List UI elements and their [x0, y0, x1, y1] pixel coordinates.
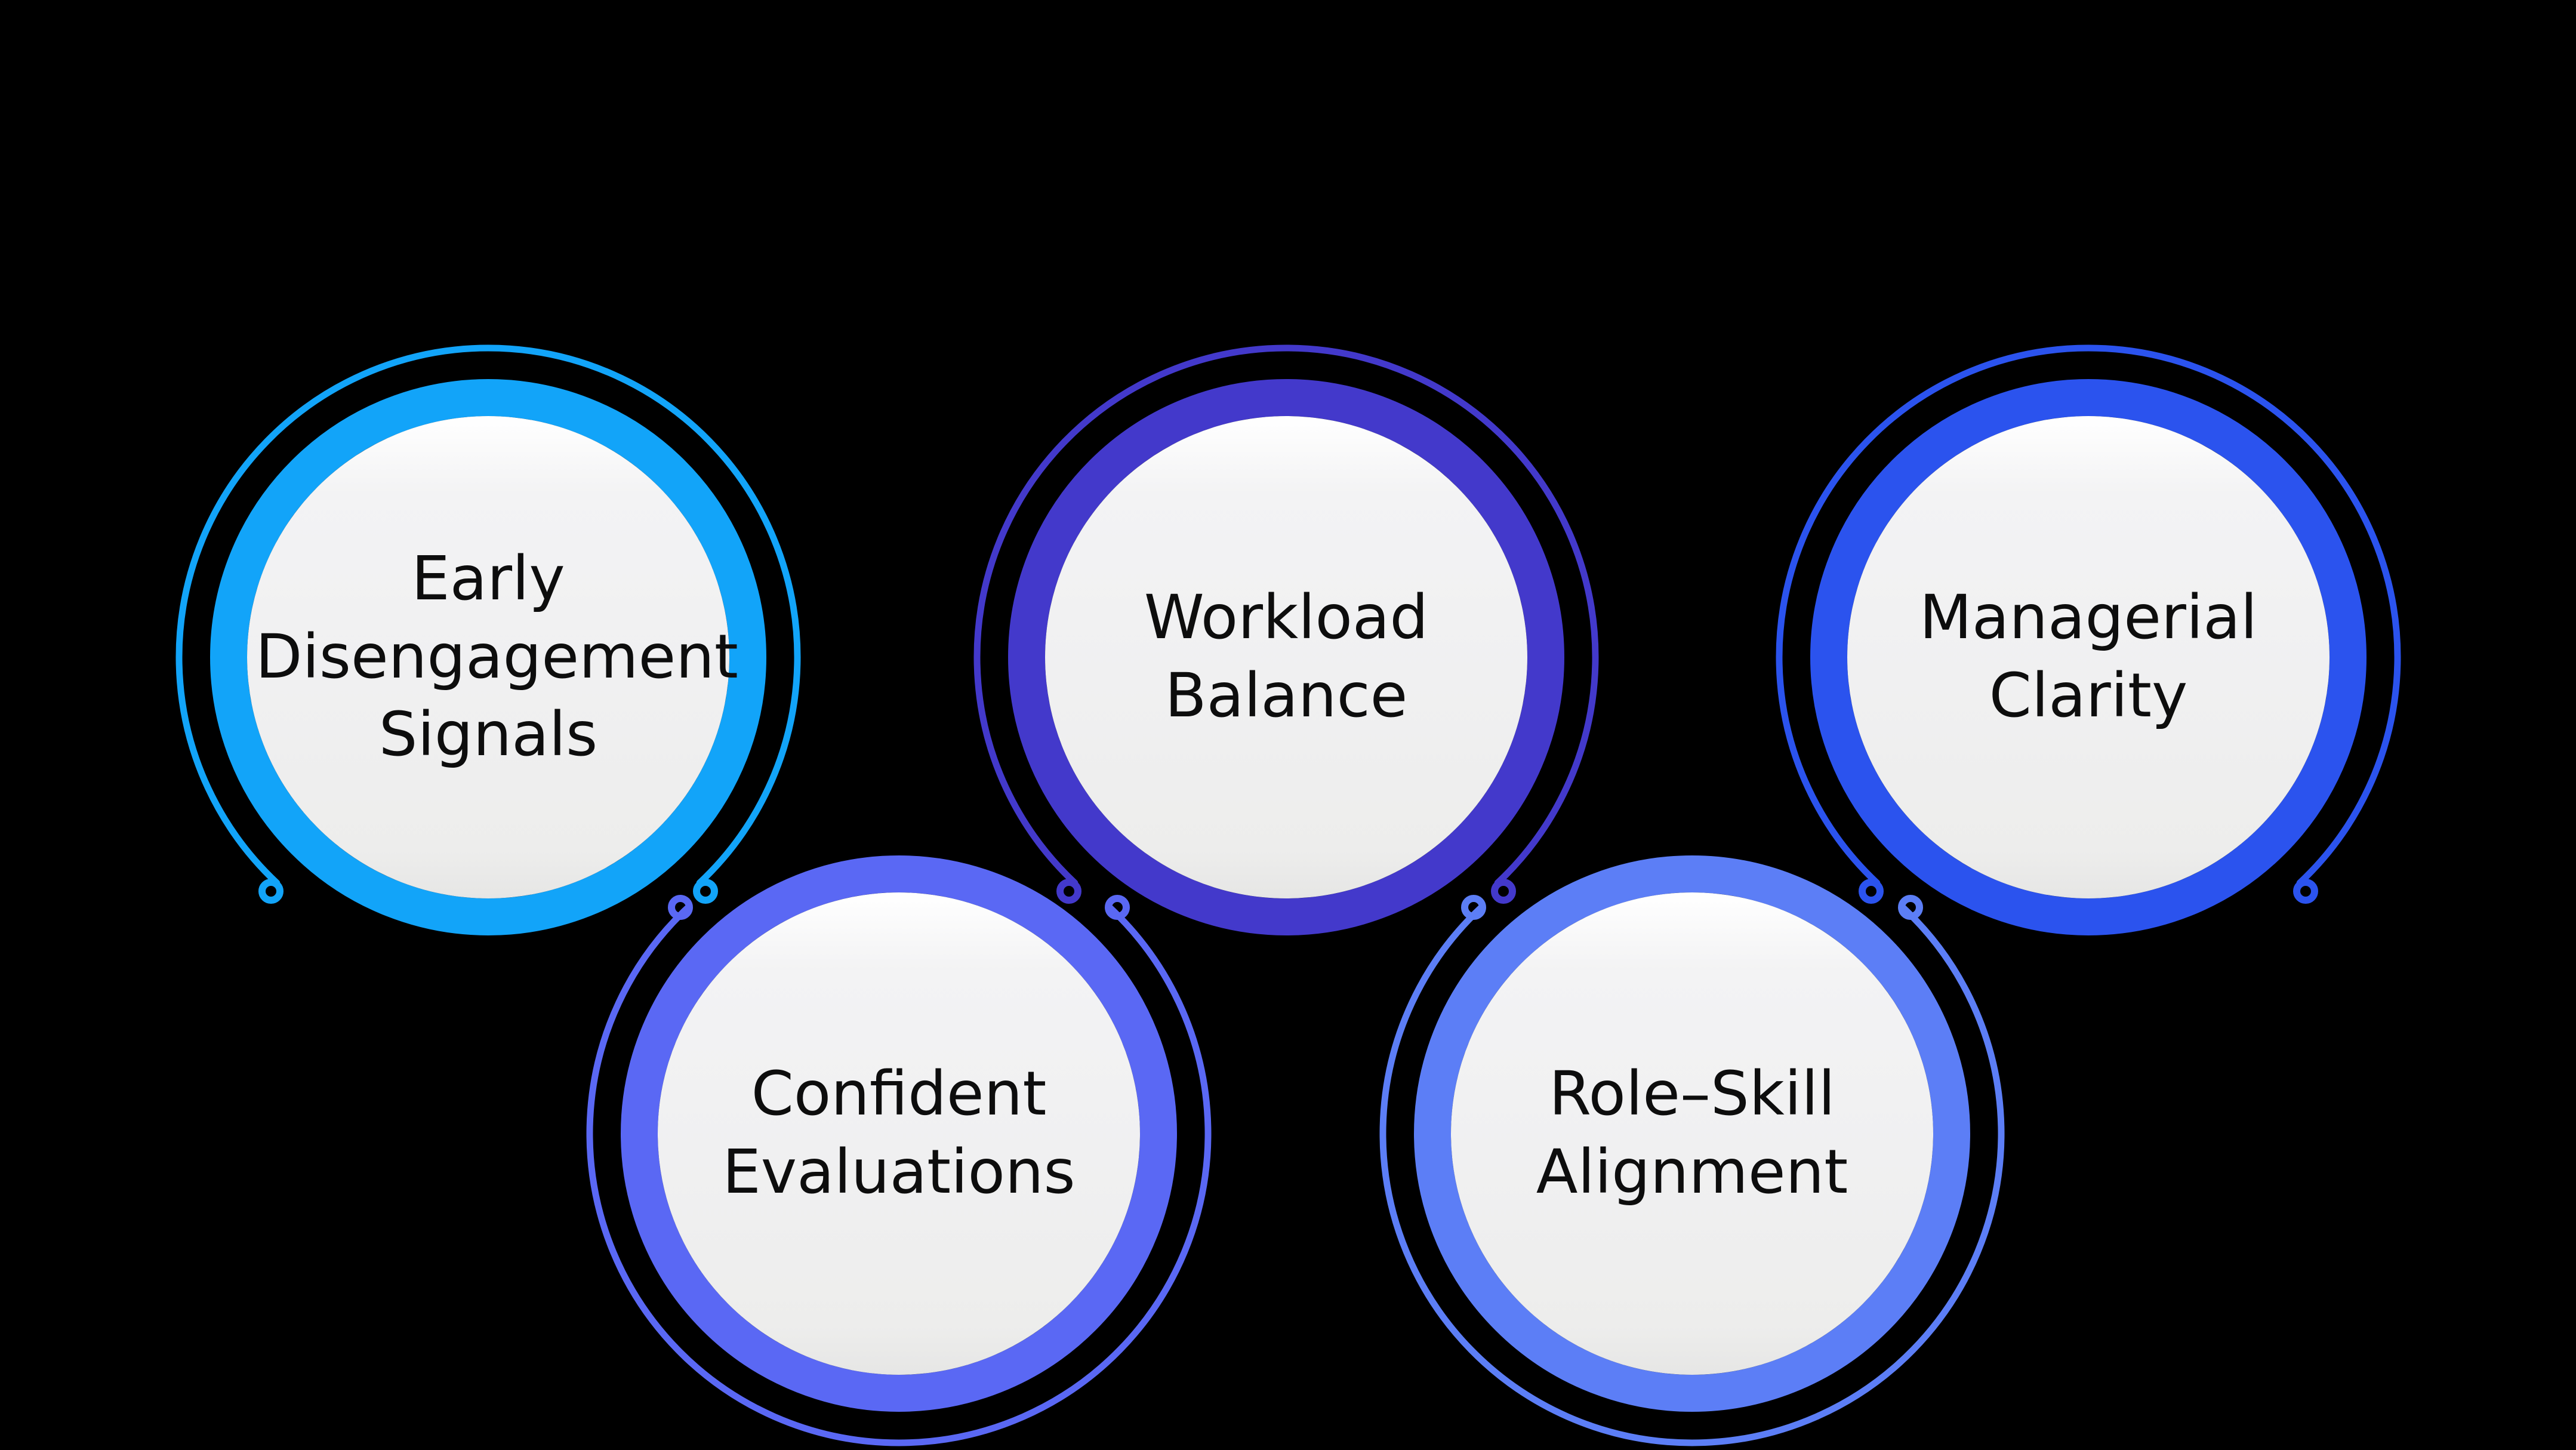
ring-circle: [1008, 379, 1564, 935]
node-ring-graphic: [175, 344, 801, 935]
orbit-dot-left-icon: [258, 879, 284, 904]
orbit-arc: [973, 344, 1599, 886]
orbit-dot-left-icon: [1859, 879, 1884, 904]
orbit-dot-left-icon: [668, 895, 693, 920]
orbit-dot-right-icon: [1491, 879, 1516, 904]
orbit-dot-left-icon: [1461, 895, 1486, 920]
node-ring-graphic: [973, 344, 1599, 935]
inner-circle: [247, 416, 729, 898]
orbit-arc: [586, 904, 1212, 1446]
node-ring-graphic: [1379, 855, 2005, 1446]
node-ring-graphic: [1776, 344, 2401, 935]
node-ring-graphic: [586, 855, 1212, 1446]
ring-circle: [1414, 855, 1970, 1412]
inner-circle: [1451, 892, 1933, 1375]
orbit-dot-right-icon: [693, 879, 718, 904]
inner-circle: [1045, 416, 1527, 898]
orbit-dot-right-icon: [1105, 895, 1130, 920]
orbit-arc: [1776, 344, 2401, 886]
orbit-dot-right-icon: [1898, 895, 1923, 920]
node-role-skill-alignment: Role–Skill Alignment: [1334, 775, 2050, 1450]
inner-circle: [658, 892, 1140, 1375]
orbit-arc: [1379, 904, 2005, 1446]
ring-circle: [210, 379, 766, 935]
orbit-dot-right-icon: [2293, 879, 2318, 904]
ring-circle: [621, 855, 1177, 1412]
node-confident-evaluations: Confident Evaluations: [541, 775, 1257, 1450]
ring-circle: [1810, 379, 2367, 935]
orbit-dot-left-icon: [1056, 879, 1081, 904]
orbit-arc: [175, 344, 801, 886]
inner-circle: [1847, 416, 2330, 898]
